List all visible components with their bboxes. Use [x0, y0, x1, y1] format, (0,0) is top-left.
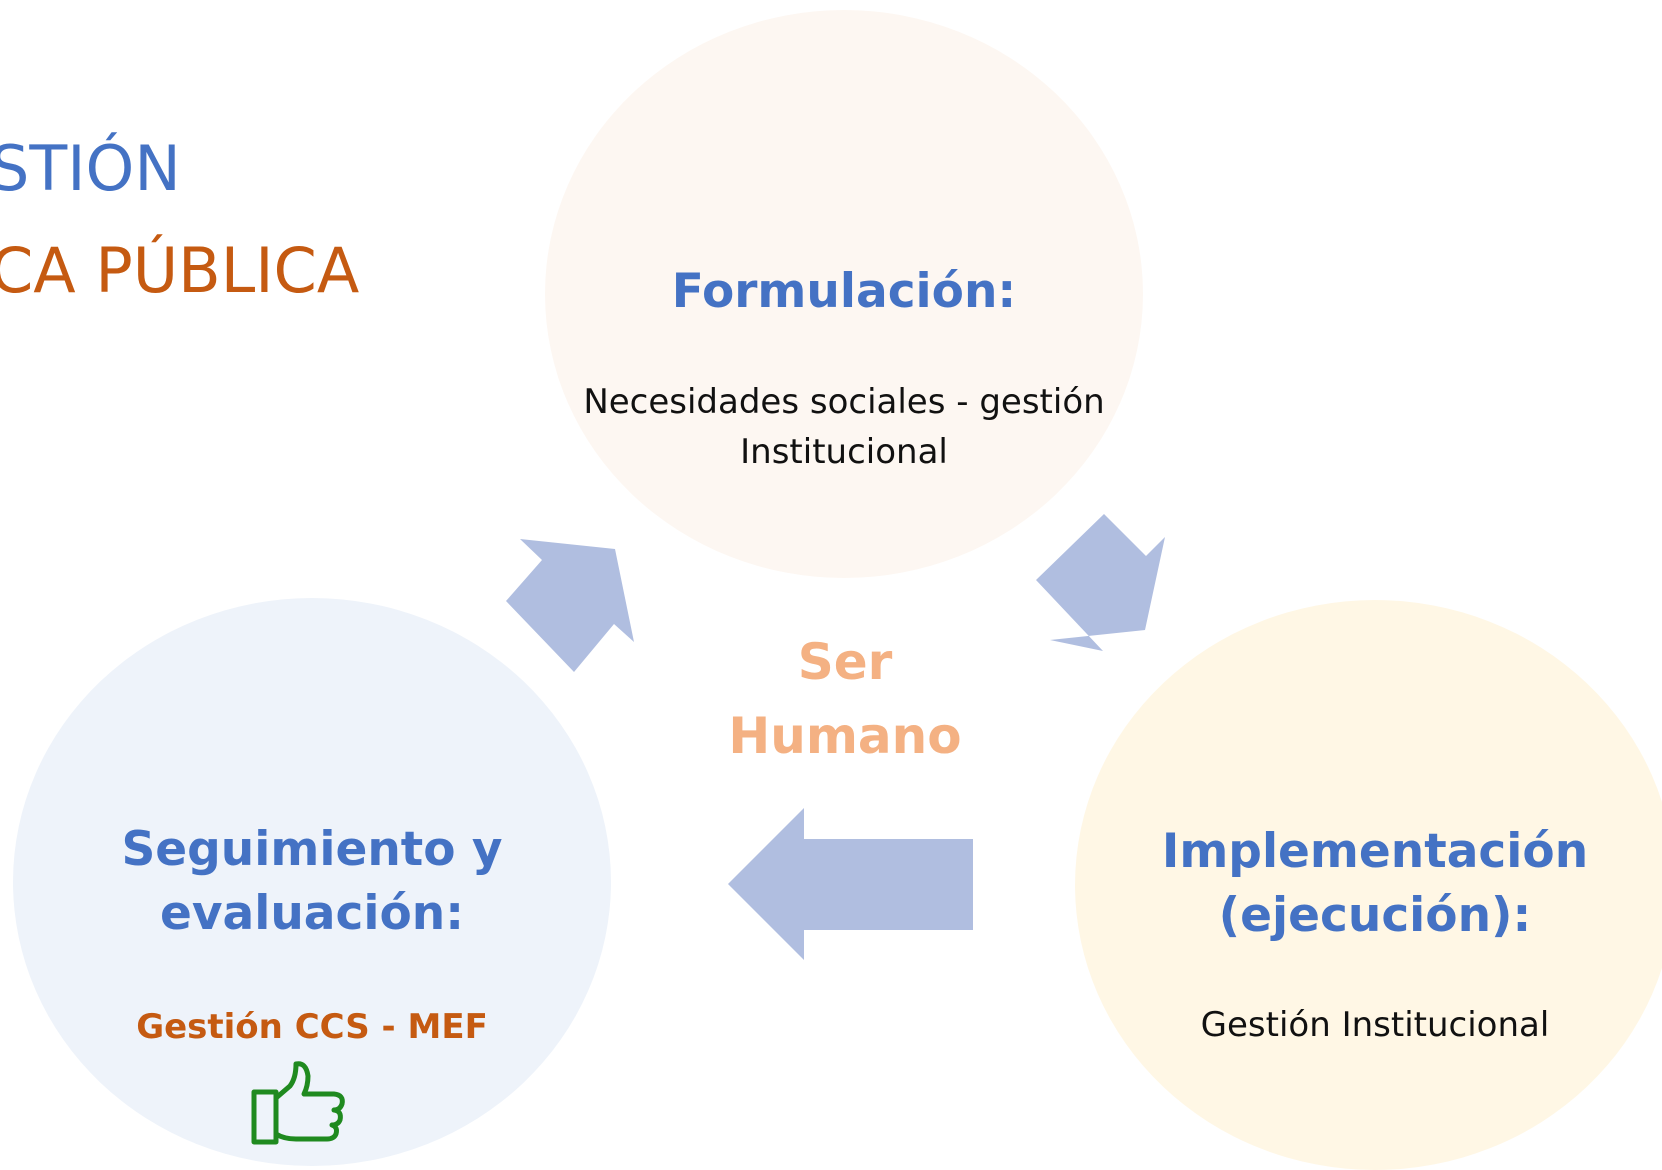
stage-heading-implementacion: Implementación (ejecución): [1075, 820, 1662, 948]
stage-heading-seguimiento: Seguimiento y evaluación: [13, 818, 611, 946]
stage-description-formulacion: Necesidades sociales - gestión Instituci… [545, 377, 1143, 477]
arrow-to-seguimiento [728, 808, 973, 960]
stage-circle-formulacion [545, 10, 1143, 578]
center-label-line-1: Ser [797, 633, 893, 691]
heading-line-2: (ejecución): [1218, 888, 1532, 943]
arrow-to-formulacion [506, 539, 634, 672]
arrow-to-implementacion [1036, 514, 1165, 651]
page-title-line-2: CA PÚBLICA [0, 234, 360, 307]
stage-heading-formulacion: Formulación: [671, 264, 1017, 319]
description-line-1: Necesidades sociales - gestión [583, 382, 1105, 422]
stage-circle-seguimiento [13, 598, 611, 1166]
stage-circle-implementacion [1075, 600, 1662, 1170]
heading-line-1: Implementación [1161, 824, 1589, 879]
description-line-2: Institucional [740, 432, 948, 472]
page-title-line-1: STIÓN [0, 132, 181, 205]
center-label-line-2: Humano [728, 707, 962, 765]
heading-line-1: Seguimiento y [121, 822, 503, 877]
stage-description-seguimiento: Gestión CCS - MEF [136, 1007, 488, 1047]
thumbs-up-icon [251, 1061, 345, 1145]
heading-line-2: evaluación: [159, 886, 465, 941]
stage-description-implementacion: Gestión Institucional [1200, 1005, 1550, 1045]
center-label: Ser Humano [700, 625, 990, 773]
